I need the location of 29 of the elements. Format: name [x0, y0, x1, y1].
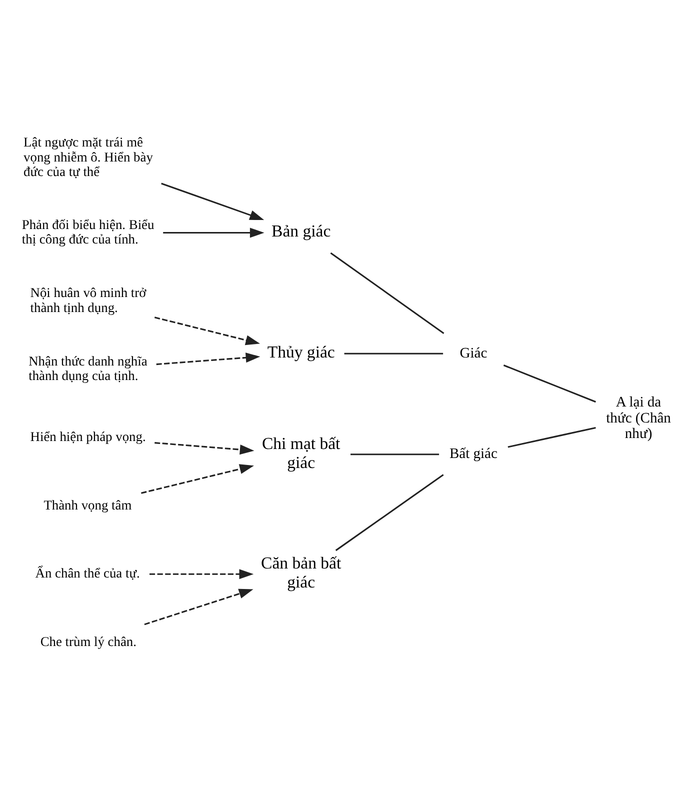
- node-text: Hiển hiện pháp vọng.: [30, 428, 146, 444]
- node-text: Ẩn chân thể của tự.: [35, 565, 140, 580]
- node-text: Bất giác: [449, 446, 498, 462]
- connector: [503, 364, 596, 402]
- connector: [508, 426, 596, 448]
- node-text: A lại da thức (Chân như): [606, 394, 671, 442]
- arrow: [144, 588, 254, 625]
- node-text: Lật ngược mặt trái mê vọng nhiễm ô. Hiển bày đức của tự thể: [24, 134, 153, 178]
- node-text: Thủy giác: [267, 342, 335, 362]
- arrow: [154, 442, 254, 454]
- arrow: [163, 227, 264, 238]
- node-text: Che trùm lý chân.: [40, 633, 137, 648]
- arrow: [150, 568, 254, 579]
- arrow: [141, 464, 254, 494]
- connector: [335, 474, 444, 551]
- connector: [344, 352, 444, 354]
- node-text: Nhận thức danh nghĩa thành dụng của tịnh.: [28, 352, 148, 383]
- node-text: Giác: [460, 344, 488, 361]
- node-text: Chi mạt bất giác: [262, 433, 340, 472]
- connector: [350, 453, 440, 455]
- node-text: Bản giác: [272, 221, 331, 240]
- connector: [330, 252, 444, 334]
- node-text: Nội huân vô minh trở thành tịnh dụng.: [30, 284, 146, 314]
- arrow: [156, 352, 260, 365]
- node-text: Căn bản bất giác: [261, 553, 342, 592]
- node-text: Thành vọng tâm: [44, 496, 132, 512]
- arrow: [161, 182, 264, 220]
- arrow: [154, 316, 260, 345]
- node-text: Phản đối biểu hiện. Biểu thị công đức của tính.: [22, 216, 154, 246]
